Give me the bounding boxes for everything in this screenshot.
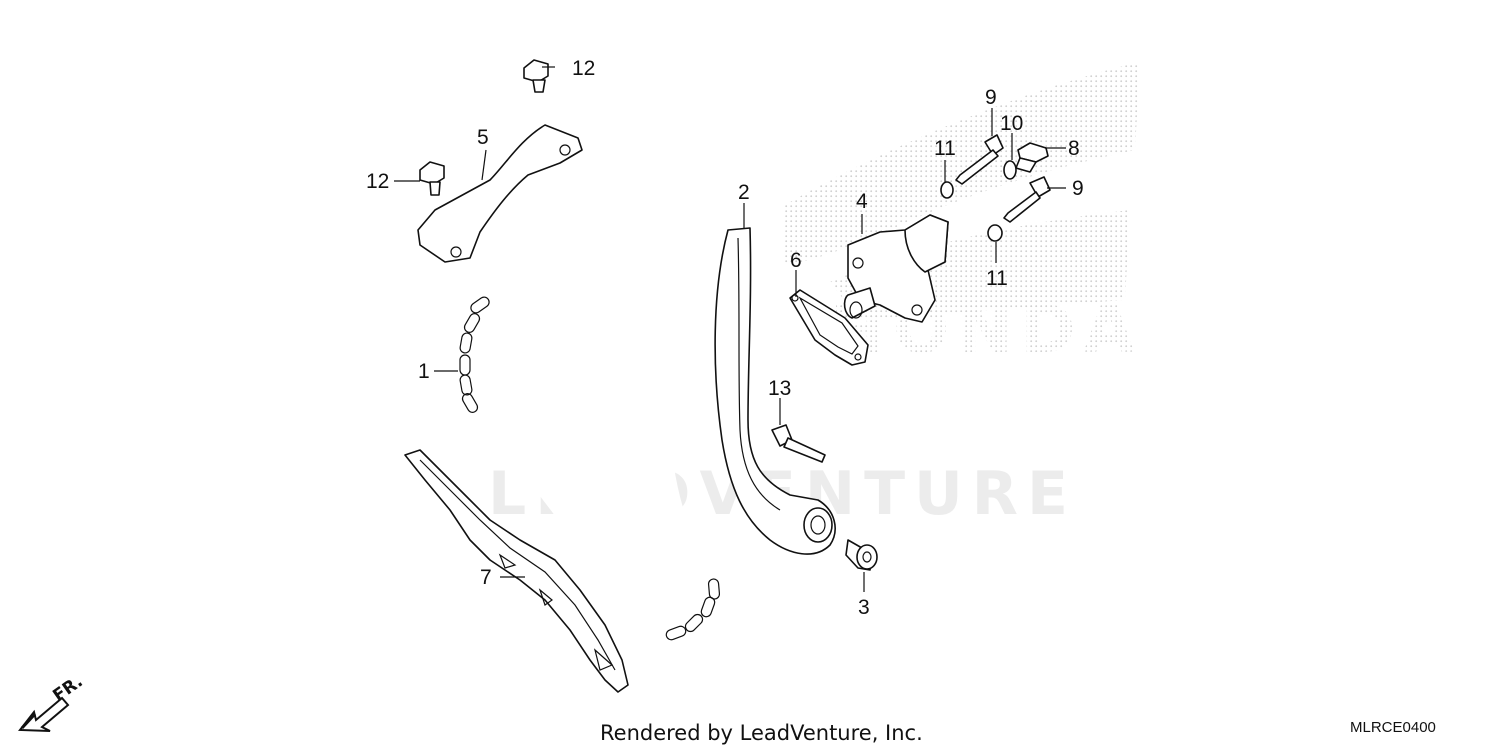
collar [845,539,878,571]
cam-chain [455,176,721,644]
washer-lower [987,224,1003,242]
leader-lines [394,66,1066,592]
front-direction-arrow: FR. [18,672,87,732]
callout-9-right: 9 [1072,177,1084,200]
tensioner-lifter [843,214,949,323]
callout-1: 1 [418,360,430,383]
callout-12-top: 12 [572,57,595,80]
chain-links-bottom [665,578,721,641]
diagram-code: MLRCE0400 [1350,719,1436,736]
chain-links-left [459,296,490,413]
callout-9-top: 9 [985,86,997,109]
washer-upper [940,181,954,199]
callout-8: 8 [1068,137,1080,160]
callout-3: 3 [858,596,870,619]
callout-7: 7 [480,566,492,589]
bolt-top [955,134,1004,185]
front-direction-label: FR. [49,672,86,706]
pivot-bolt [771,424,826,463]
callout-13: 13 [768,377,791,400]
callout-11-upper: 11 [934,137,956,160]
callout-12-left: 12 [366,170,389,193]
chain-guide [404,449,629,693]
callout-11-lower: 11 [986,267,1008,290]
callout-4: 4 [856,190,868,213]
callout-5: 5 [477,126,489,149]
guide-plate [417,124,583,263]
callouts: 12 5 12 2 4 6 1 11 9 10 8 9 11 13 7 3 [366,57,1084,619]
bolt-right [1003,176,1051,223]
bolt-plate-left [419,161,445,196]
callout-10: 10 [1000,112,1023,135]
callout-6: 6 [790,249,802,272]
footer-credit: Rendered by LeadVenture, Inc. [600,721,923,745]
tensioner-arm [714,227,836,555]
bolt-plate-top [523,59,549,93]
sealing-bolt [1015,142,1049,173]
washer-10 [1003,160,1017,180]
gasket [789,289,869,366]
callout-2: 2 [738,181,750,204]
